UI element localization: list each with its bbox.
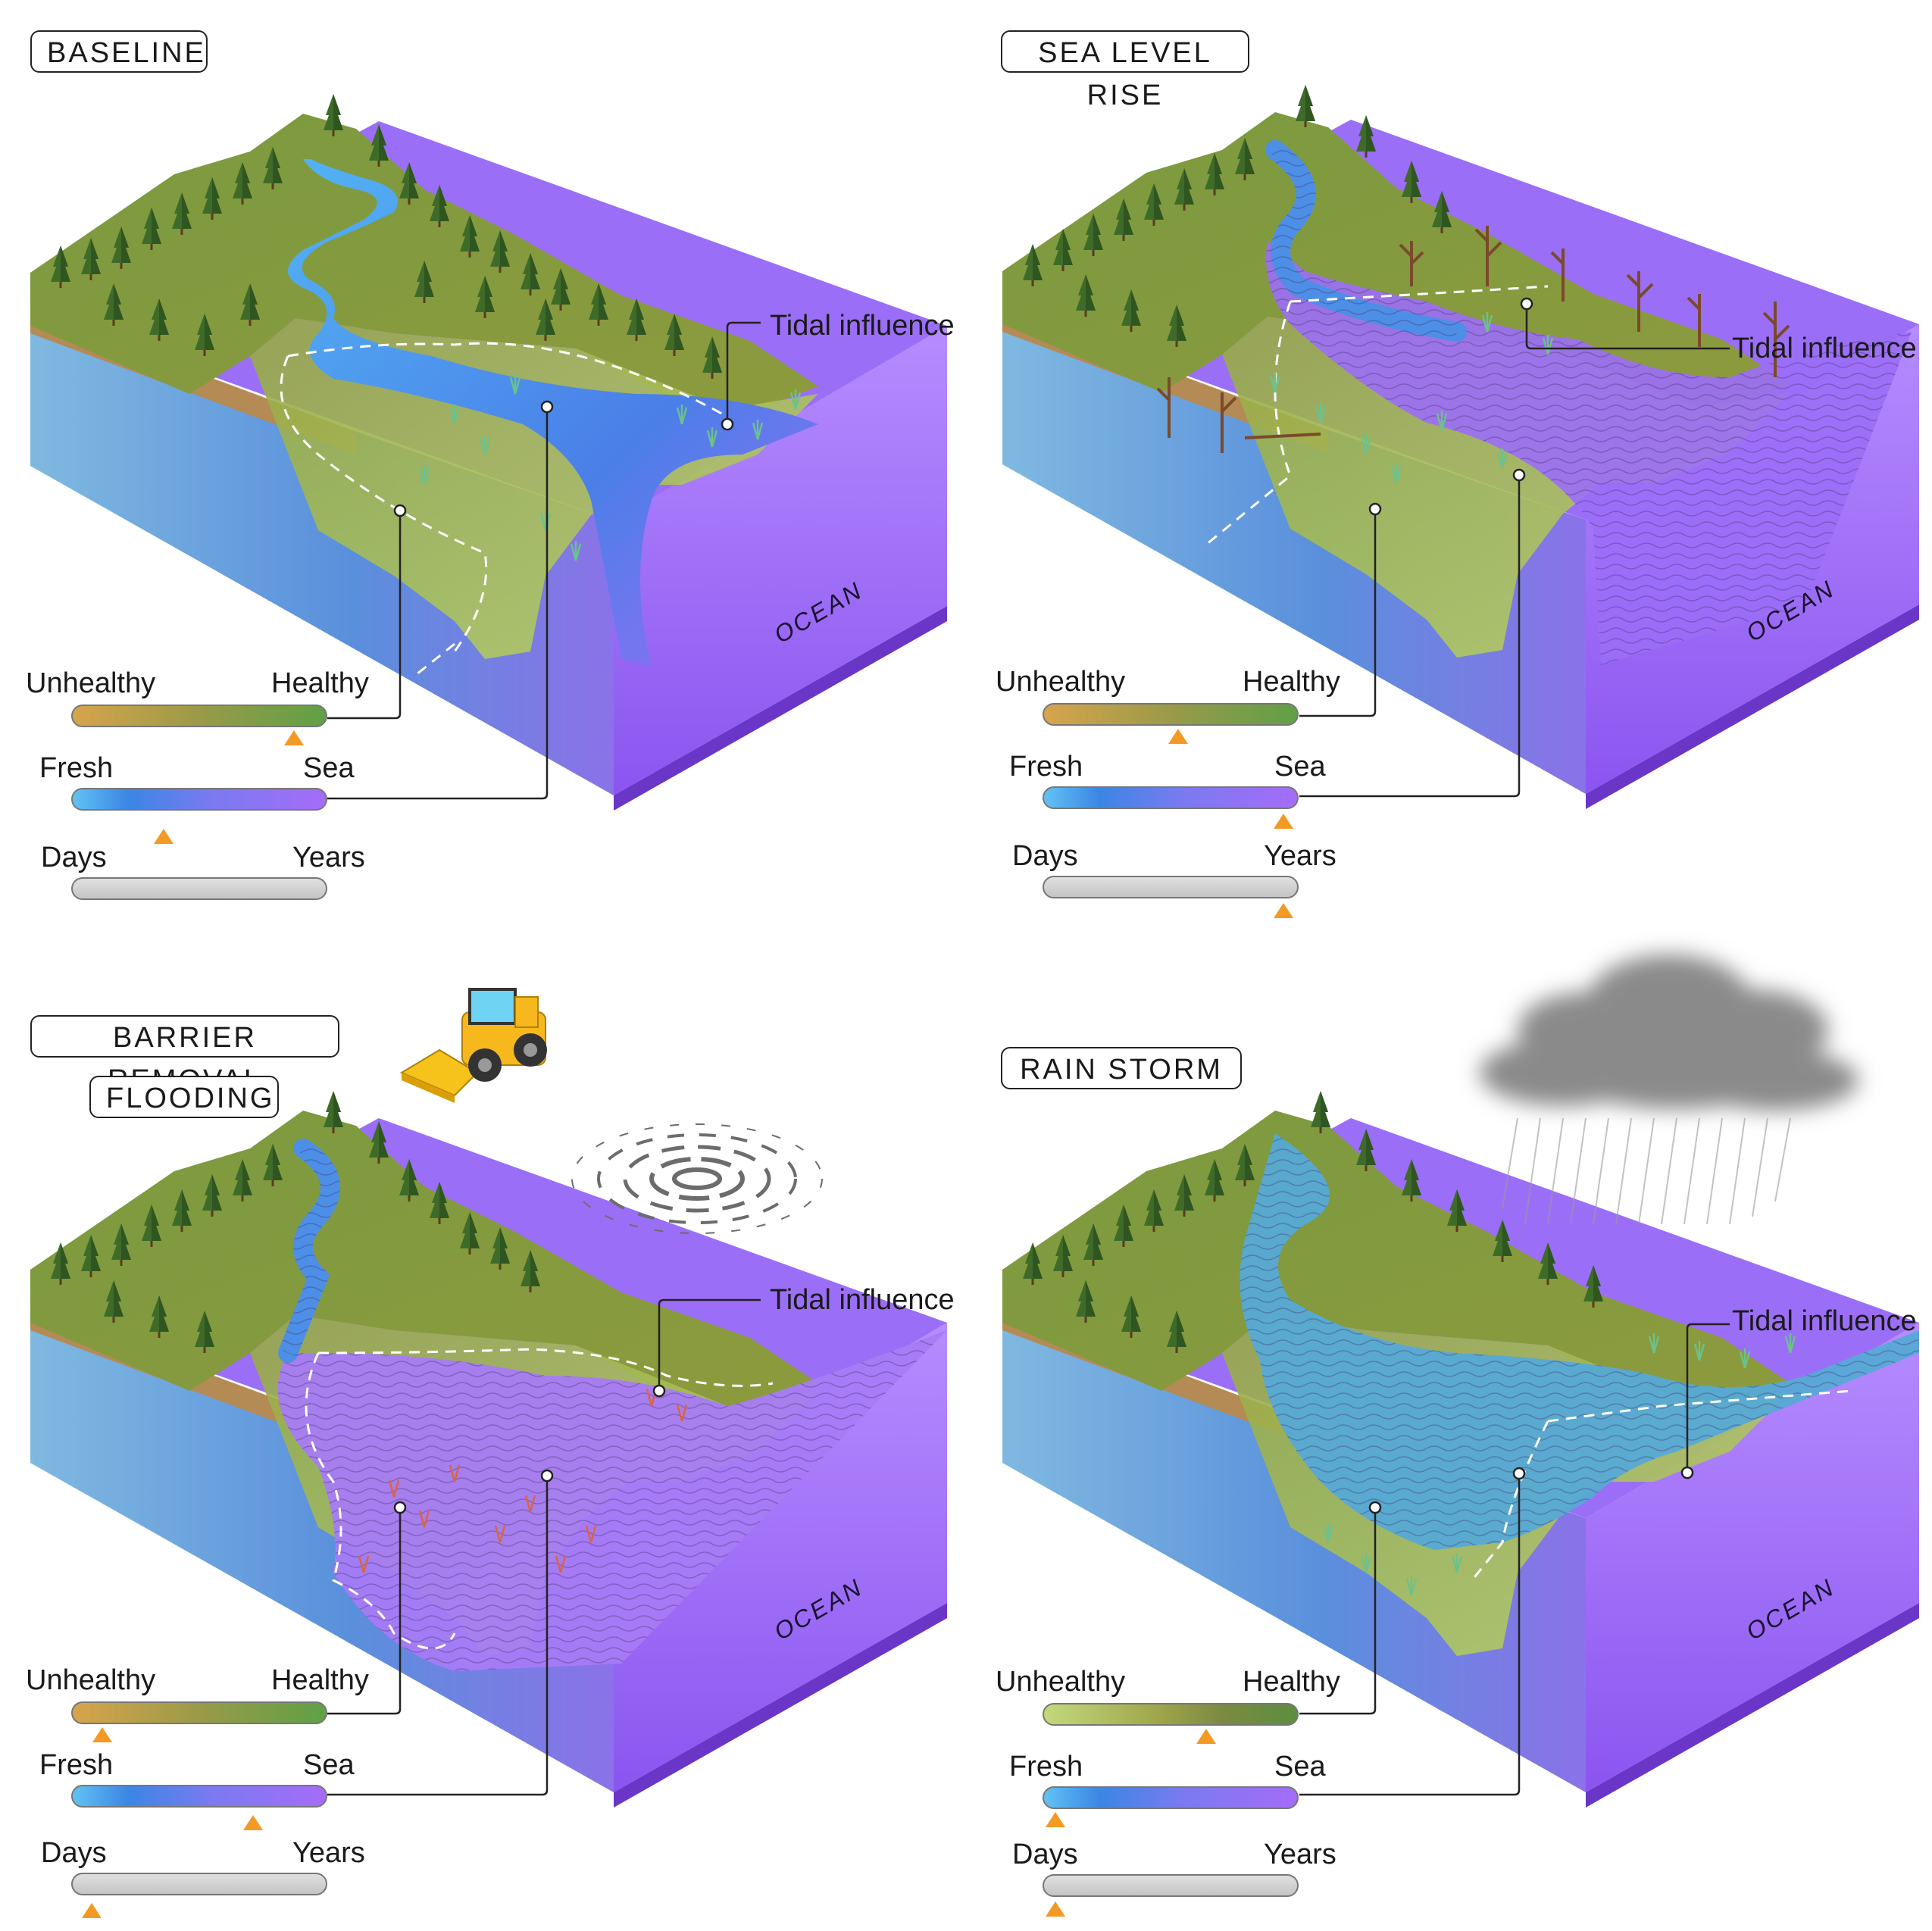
- baseline-terrain: OCEAN: [30, 94, 947, 811]
- slr-health-scale: [1043, 703, 1299, 726]
- rain-time-right-label: Years: [1264, 1839, 1336, 1870]
- barrier-salinity-left-label: Fresh: [39, 1749, 114, 1781]
- baseline-salinity-scale: [71, 788, 327, 811]
- slr-salinity-right-label: Sea: [1274, 751, 1326, 783]
- baseline-time-left-label: Days: [41, 842, 107, 873]
- barrier-terrain: OCEAN: [30, 1091, 948, 1808]
- panel-sea-level-rise: OCEAN: [1002, 85, 1919, 809]
- baseline-health-marker: [284, 730, 305, 745]
- slr-salinity-marker: [1273, 814, 1293, 829]
- rain-salinity-marker: [1045, 1812, 1065, 1827]
- rain-cloud-icon: [1480, 955, 1859, 1225]
- slr-time-scale: [1043, 876, 1299, 898]
- baseline-salinity-marker: [153, 829, 174, 844]
- baseline-river: [288, 159, 818, 667]
- panel-rain-storm: OCEAN: [1002, 955, 1919, 1808]
- slr-health-right-label: Healthy: [1243, 666, 1340, 698]
- baseline-health-right-label: Healthy: [271, 667, 369, 699]
- rain-health-point: [1368, 1501, 1382, 1514]
- barrier-health-right-label: Healthy: [271, 1664, 369, 1696]
- barrier-salinity-scale: [71, 1785, 327, 1808]
- barrier-tidal-label: Tidal influence: [770, 1284, 955, 1316]
- slr-tidal-point: [1520, 297, 1533, 311]
- rain-time-scale: [1043, 1874, 1299, 1897]
- barrier-health-scale: [71, 1701, 327, 1724]
- hurricane-icon: [571, 1123, 823, 1234]
- slr-time-left-label: Days: [1012, 840, 1078, 872]
- baseline-health-scale: [71, 705, 327, 727]
- barrier-salinity-right-label: Sea: [303, 1749, 355, 1781]
- slr-tidal-label: Tidal influence: [1732, 333, 1917, 364]
- panel-barrier-removal: OCEAN: [30, 988, 948, 1808]
- baseline-leaders: [327, 321, 761, 800]
- rain-salinity-left-label: Fresh: [1009, 1751, 1083, 1783]
- barrier-time-right-label: Years: [292, 1837, 365, 1869]
- baseline-salinity-right-label: Sea: [303, 752, 355, 784]
- barrier-tidal-point: [652, 1384, 666, 1398]
- bulldozer-icon: [399, 988, 547, 1103]
- slr-salinity-scale: [1043, 786, 1299, 809]
- baseline-time-right-label: Years: [292, 842, 365, 873]
- barrier-time-left-label: Days: [41, 1837, 107, 1869]
- baseline-salinity-point: [540, 400, 554, 414]
- slr-terrain: OCEAN: [1002, 85, 1919, 809]
- barrier-leaders: [327, 1298, 761, 1796]
- scenario-subtitle-flooding: FLOODING: [89, 1076, 279, 1118]
- baseline-salinity-left-label: Fresh: [39, 752, 114, 784]
- baseline-health-left-label: Unhealthy: [26, 667, 156, 699]
- slr-time-marker: [1273, 903, 1293, 918]
- slr-salinity-left-label: Fresh: [1009, 751, 1083, 783]
- barrier-health-marker: [92, 1727, 112, 1742]
- baseline-tidal-label: Tidal influence: [770, 310, 955, 342]
- barrier-dying-grass: [358, 1389, 688, 1573]
- slr-salinity-point: [1512, 468, 1526, 482]
- baseline-tidal-point: [721, 417, 734, 431]
- rain-tidal-point: [1680, 1466, 1694, 1479]
- scenario-title-rain-storm: RAIN STORM: [1001, 1047, 1242, 1089]
- barrier-salinity-point: [540, 1469, 554, 1483]
- barrier-health-left-label: Unhealthy: [26, 1664, 156, 1696]
- slr-health-point: [1368, 502, 1382, 516]
- scenario-title-barrier-removal: BARRIER REMOVAL: [30, 1015, 339, 1096]
- rain-health-right-label: Healthy: [1243, 1666, 1340, 1698]
- scenario-title-sea-level-rise: SEA LEVEL RISE: [1001, 30, 1249, 111]
- baseline-time-scale: [71, 877, 327, 900]
- barrier-health-point: [393, 1501, 407, 1514]
- rain-salinity-right-label: Sea: [1274, 1751, 1326, 1783]
- barrier-time-scale: [71, 1873, 327, 1895]
- panel-baseline: OCEAN: [30, 94, 947, 811]
- barrier-time-marker: [82, 1903, 102, 1918]
- baseline-health-point: [393, 504, 407, 517]
- slr-time-right-label: Years: [1264, 840, 1336, 872]
- rain-terrain: OCEAN: [1002, 1091, 1919, 1808]
- slr-dead-trees: [1156, 226, 1790, 453]
- rain-salinity-scale: [1043, 1786, 1299, 1809]
- rain-time-left-label: Days: [1012, 1839, 1078, 1870]
- scenario-title-baseline: BASELINE: [30, 30, 208, 73]
- rain-tidal-label: Tidal influence: [1732, 1305, 1917, 1337]
- rain-health-scale: [1043, 1703, 1299, 1726]
- rain-health-marker: [1196, 1729, 1217, 1744]
- slr-health-left-label: Unhealthy: [996, 666, 1126, 698]
- rain-time-marker: [1045, 1901, 1065, 1917]
- rain-leaders: [1299, 1323, 1730, 1796]
- slr-leaders: [1299, 304, 1730, 798]
- barrier-salinity-marker: [242, 1815, 263, 1830]
- rain-salinity-point: [1512, 1467, 1526, 1480]
- rain-health-left-label: Unhealthy: [996, 1666, 1126, 1698]
- slr-health-marker: [1168, 729, 1189, 744]
